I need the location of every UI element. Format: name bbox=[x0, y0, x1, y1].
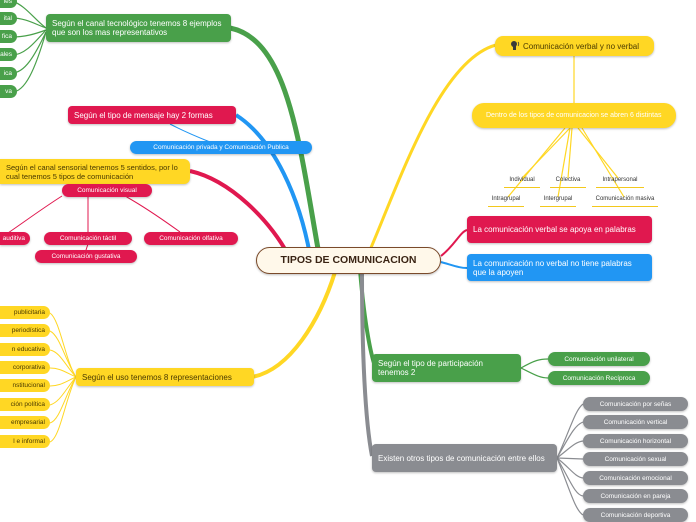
otros-item[interactable]: Comunicación vertical bbox=[583, 415, 688, 429]
canal-tecnologico-node[interactable]: Según el canal tecnológico tenemos 8 eje… bbox=[46, 14, 231, 42]
no-verbal-node[interactable]: La comunicación no verbal no tiene palab… bbox=[467, 254, 652, 281]
verbal-node[interactable]: La comunicación verbal se apoya en palab… bbox=[467, 216, 652, 243]
type-intragrupal[interactable]: Intragrupal bbox=[491, 196, 521, 202]
verbal-no-verbal-label: Comunicación verbal y no verbal bbox=[522, 41, 640, 51]
participacion-reciproca[interactable]: Comunicación Recíproca bbox=[548, 371, 650, 385]
uso-item[interactable]: periodística bbox=[0, 324, 50, 337]
canal-sensorial-node[interactable]: Según el canal sensorial tenemos 5 senti… bbox=[0, 159, 190, 184]
sensorial-visual[interactable]: Comunicación visual bbox=[62, 184, 152, 197]
uso-node[interactable]: Según el uso tenemos 8 representaciones bbox=[76, 368, 254, 386]
uso-item[interactable]: publicitaria bbox=[0, 306, 50, 319]
uso-item[interactable]: ción política bbox=[0, 398, 50, 411]
tipo-mensaje-node[interactable]: Según el tipo de mensaje hay 2 formas bbox=[68, 106, 236, 124]
uso-item[interactable]: nstitucional bbox=[0, 379, 50, 392]
sensorial-olfativa[interactable]: Comunicación olfativa bbox=[144, 232, 238, 245]
verbal-no-verbal-node[interactable]: Comunicación verbal y no verbal bbox=[495, 36, 654, 56]
tecnologico-item[interactable]: fica bbox=[0, 30, 17, 43]
otros-item[interactable]: Comunicación emocional bbox=[583, 471, 688, 485]
tecnologico-item[interactable]: les bbox=[0, 0, 17, 8]
type-intrapersonal[interactable]: Intrapersonal bbox=[602, 177, 638, 183]
type-intergrupal[interactable]: Intergrupal bbox=[543, 196, 573, 202]
tecnologico-item[interactable]: va bbox=[0, 85, 17, 98]
privada-publica-node[interactable]: Comunicación privada y Comunicación Publ… bbox=[130, 141, 312, 154]
otros-item[interactable]: Comunicación en pareja bbox=[583, 489, 688, 503]
uso-item[interactable]: empresarial bbox=[0, 416, 50, 429]
tecnologico-item[interactable]: ales bbox=[0, 48, 17, 61]
otros-item[interactable]: Comunicación horizontal bbox=[583, 434, 688, 448]
uso-item[interactable]: l e informal bbox=[0, 435, 50, 448]
participacion-node[interactable]: Según el tipo de participación tenemos 2 bbox=[372, 354, 521, 382]
uso-item[interactable]: corporativa bbox=[0, 361, 50, 374]
sensorial-tactil[interactable]: Comunicación táctil bbox=[44, 232, 132, 245]
uso-item[interactable]: n educativa bbox=[0, 343, 50, 356]
tecnologico-item[interactable]: ital bbox=[0, 12, 17, 25]
participacion-unilateral[interactable]: Comunicación unilateral bbox=[548, 352, 650, 366]
tipos-intro-node[interactable]: Dentro de los tipos de comunicacion se a… bbox=[472, 103, 676, 128]
root-topic[interactable]: TIPOS DE COMUNICACION bbox=[256, 247, 441, 274]
otros-tipos-node[interactable]: Existen otros tipos de comunicación entr… bbox=[372, 444, 557, 472]
speaking-head-icon bbox=[510, 40, 520, 52]
sensorial-gustativa[interactable]: Comunicación gustativa bbox=[35, 250, 137, 263]
otros-item[interactable]: Comunicación sexual bbox=[583, 452, 688, 466]
tecnologico-item[interactable]: ica bbox=[0, 67, 17, 80]
sensorial-auditiva[interactable]: auditiva bbox=[0, 232, 30, 245]
type-comunicacion-masiva[interactable]: Comunicación masiva bbox=[595, 196, 655, 202]
type-individual[interactable]: Individual bbox=[509, 177, 535, 183]
type-colectiva[interactable]: Colectiva bbox=[555, 177, 581, 183]
otros-item[interactable]: Comunicación deportiva bbox=[583, 508, 688, 522]
otros-item[interactable]: Comunicación por señas bbox=[583, 397, 688, 411]
